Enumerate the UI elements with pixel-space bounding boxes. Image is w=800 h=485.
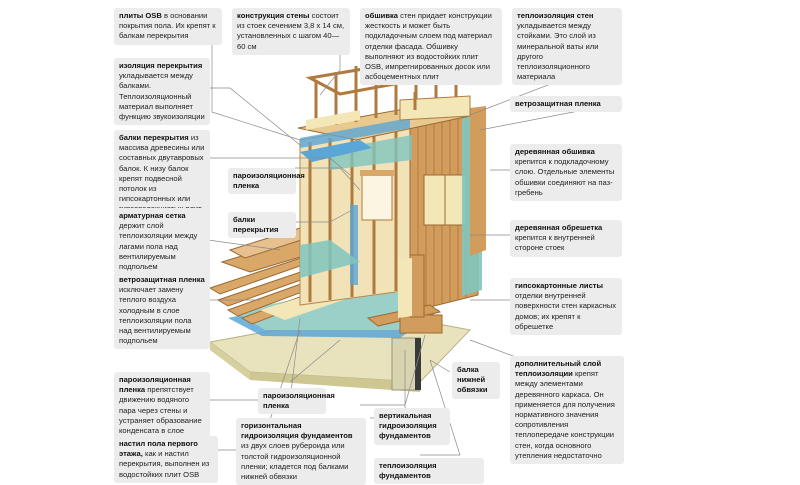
callout-vertical-waterproof: вертикальная гидроизоляция фундаментов bbox=[374, 408, 450, 445]
callout-floor-beams-left-title: балки перекрытия bbox=[119, 133, 189, 142]
callout-floor-insulation: изоляция перекрытия укладывается между б… bbox=[114, 58, 210, 126]
callout-wind-film-left-title: ветрозащитная пленка bbox=[119, 275, 205, 284]
callout-sill-beam-title: балка нижней обвязки bbox=[457, 365, 488, 395]
callout-floor-first-text: как и настил перекрытия, выполнен из вод… bbox=[119, 449, 210, 479]
callout-cladding-title: обшивка bbox=[365, 11, 399, 20]
callout-foundation-insulation-title: теплоизоляция фундаментов bbox=[379, 461, 437, 481]
callout-drywall-text: отделки внутренней поверхности стен карк… bbox=[515, 291, 617, 331]
callout-drywall-title: гипсокартонные листы bbox=[515, 281, 604, 290]
callout-floor-insulation-title: изоляция перекрытия bbox=[119, 61, 203, 70]
callout-wood-lathing-text: крепится к внутренней стороне стоек bbox=[515, 233, 595, 253]
callout-cladding-text: стен придает конструкции жесткость и мож… bbox=[365, 11, 492, 82]
callout-vapor-film-bottom: пароизоляционная пленка bbox=[258, 388, 335, 415]
callout-vapor-film-mid: пароизоляционная пленка bbox=[228, 168, 305, 195]
callout-vertical-waterproof-title: вертикальная гидроизоляция фундаментов bbox=[379, 411, 437, 441]
callout-floor-beams-left-text: из массива древесины или составных двута… bbox=[119, 133, 205, 213]
callout-floor-first: настил пола первого этажа, как и настил … bbox=[114, 436, 218, 483]
callout-rebar-mesh-title: арматурная сетка bbox=[119, 211, 186, 220]
callout-osb-base: плиты OSB в основании покрытия пола. Их … bbox=[114, 8, 222, 45]
callout-wood-lathing: деревянная обрешетка крепится к внутренн… bbox=[510, 220, 622, 257]
callout-foundation-insulation: теплоизоляция фундаментов bbox=[374, 458, 484, 485]
callout-osb-base-title: плиты OSB bbox=[119, 11, 162, 20]
callout-rebar-mesh: арматурная сетка держит слой теплоизоляц… bbox=[114, 208, 210, 276]
callout-floor-first-title: настил пола первого этажа, bbox=[119, 439, 198, 459]
callout-floor-beams-mid: балки перекрытия bbox=[228, 212, 296, 239]
callout-floor-beams-left: балки перекрытия из массива древесины ил… bbox=[114, 130, 210, 218]
callout-floor-insulation-text: укладывается между балками. Теплоизоляци… bbox=[119, 71, 205, 122]
callout-wood-cladding-title: деревянная обшивка bbox=[515, 147, 595, 156]
callout-extra-insulation: дополнительный слой теплоизоляции крепят… bbox=[510, 356, 624, 465]
callout-extra-insulation-text: крепят между элементами деревянного карк… bbox=[515, 369, 615, 460]
callout-wall-insulation-text: укладывается между стойками. Это слой из… bbox=[517, 21, 599, 82]
callout-rebar-mesh-text: держит слой теплоизоляции между лагами п… bbox=[119, 221, 198, 272]
callout-extra-insulation-title: дополнительный слой теплоизоляции bbox=[515, 359, 602, 379]
callout-wall-structure: конструкция стены состоит из стоек сечен… bbox=[232, 8, 350, 55]
callout-drywall: гипсокартонные листы отделки внутренней … bbox=[510, 278, 622, 336]
callout-horizontal-waterproof-text: из двух слоев рубероида или толстой гидр… bbox=[241, 441, 349, 482]
callout-wall-structure-text: состоит из стоек сечением 3,8 х 14 см, у… bbox=[237, 11, 345, 51]
callout-wood-cladding: деревянная обшивка крепится к подкладочн… bbox=[510, 144, 622, 202]
callout-wall-insulation-title: теплоизоляция стен bbox=[517, 11, 594, 20]
callout-wall-insulation: теплоизоляция стен укладывается между ст… bbox=[512, 8, 622, 86]
window-opening bbox=[361, 174, 393, 221]
callout-wind-film-left: ветрозащитная пленка исключает замену те… bbox=[114, 272, 210, 350]
callout-osb-base-text: в основании покрытия пола. Их крепят к б… bbox=[119, 11, 216, 41]
callout-wood-cladding-text: крепится к подкладочному слою. Отдельные… bbox=[515, 157, 615, 197]
callout-cladding: обшивка стен придает конструкции жесткос… bbox=[360, 8, 502, 86]
callout-floor-beams-mid-title: балки перекрытия bbox=[233, 215, 279, 235]
callout-vapor-film-mid-title: пароизоляционная пленка bbox=[233, 171, 305, 191]
callout-horizontal-waterproof-title: горизонтальная гидроизоляция фундаментов bbox=[241, 421, 353, 441]
callout-wind-film-right: ветрозащитная пленка bbox=[510, 96, 622, 113]
callout-wood-lathing-title: деревянная обрешетка bbox=[515, 223, 603, 232]
callout-wind-film-left-text: исключает замену теплого воздуха холодны… bbox=[119, 285, 192, 346]
callout-sill-beam: балка нижней обвязки bbox=[452, 362, 500, 399]
callout-vapor-film-bottom-title: пароизоляционная пленка bbox=[263, 391, 335, 411]
callout-vapor-film-left-title: пароизоляционная пленка bbox=[119, 375, 191, 395]
callout-wind-film-right-title: ветрозащитная пленка bbox=[515, 99, 601, 108]
callout-wall-structure-title: конструкция стены bbox=[237, 11, 310, 20]
callout-horizontal-waterproof: горизонтальная гидроизоляция фундаментов… bbox=[236, 418, 366, 485]
